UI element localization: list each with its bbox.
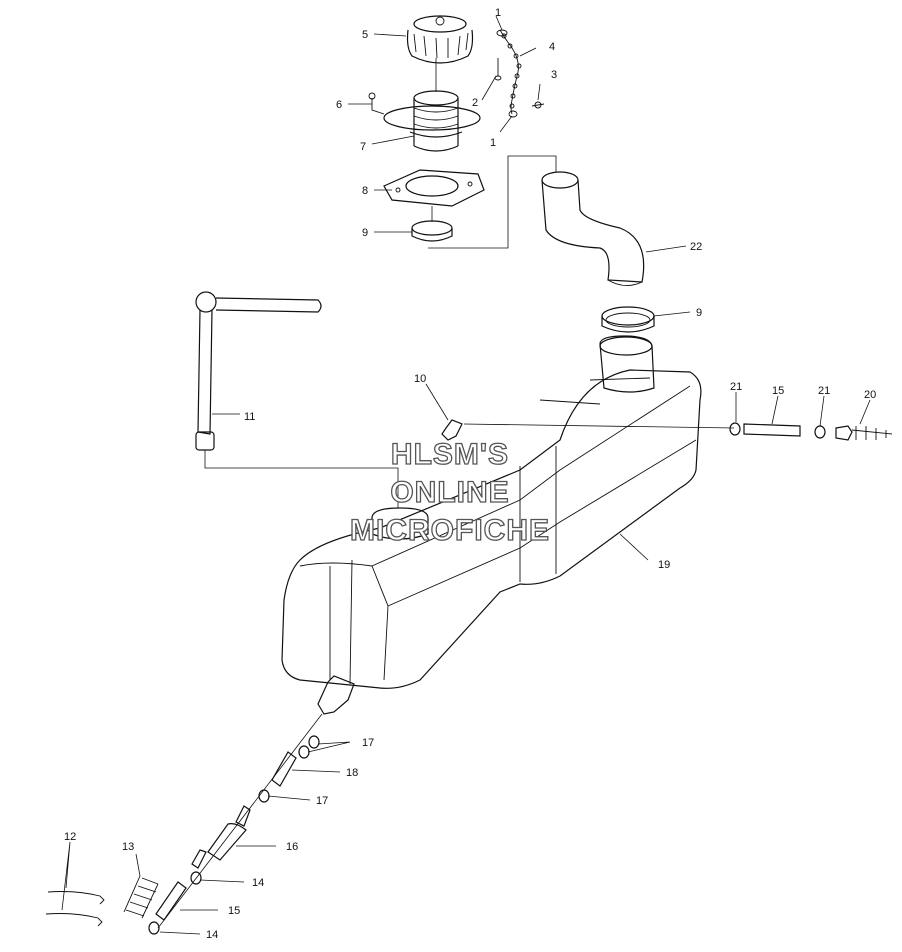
vent-fitting: [368, 92, 385, 115]
callout-21-right: 21: [818, 385, 830, 397]
callout-3: 3: [551, 69, 557, 81]
callout-4: 4: [549, 41, 555, 53]
clamp-upper: [411, 220, 453, 242]
vent-elbow: [441, 419, 735, 441]
filler-neck: [383, 58, 481, 152]
callout-1-top: 1: [495, 7, 501, 19]
callout-17-upper: 17: [362, 737, 374, 749]
fuel-tank: [281, 335, 702, 689]
drain-fitting: [317, 675, 355, 715]
callout-5: 5: [362, 29, 368, 41]
callout-7: 7: [360, 141, 366, 153]
callout-14-upper: 14: [252, 877, 264, 889]
callout-2: 2: [472, 97, 478, 109]
callout-8: 8: [362, 185, 368, 197]
watermark-line-3: MICROFICHE: [350, 514, 550, 547]
callout-18: 18: [346, 767, 358, 779]
callout-6: 6: [336, 99, 342, 111]
spring: [123, 875, 159, 919]
callout-20: 20: [864, 389, 876, 401]
watermark: HLSM'S ONLINE MICROFICHE: [349, 437, 550, 547]
sender-rod: [195, 291, 399, 508]
callout-14-lower: 14: [206, 929, 218, 941]
callout-1-bottom: 1: [490, 137, 496, 149]
fuel-cap: [406, 15, 474, 64]
callout-9-lower: 9: [696, 307, 702, 319]
clamp-lower: [601, 306, 655, 333]
callout-10: 10: [414, 373, 426, 385]
tether-chain: [496, 29, 522, 118]
callout-9-upper: 9: [362, 227, 368, 239]
callout-13: 13: [122, 841, 134, 853]
callout-11: 11: [244, 411, 255, 423]
callout-16: 16: [286, 841, 298, 853]
callout-19: 19: [658, 559, 670, 571]
filler-hose: [541, 171, 645, 286]
fuel-line-right: [729, 422, 893, 441]
callout-15-right: 15: [772, 385, 784, 397]
callout-17-lower: 17: [316, 795, 328, 807]
callout-21-left: 21: [730, 381, 742, 393]
rivet: [531, 101, 545, 109]
callout-15-lower: 15: [228, 905, 240, 917]
wire-ties: [45, 841, 105, 927]
fuel-line-lower: [148, 713, 323, 935]
gasket: [383, 169, 485, 207]
watermark-line-1: HLSM'S: [391, 438, 509, 471]
callout-labels: 1 1 2 3 4 5 6 7 8 9 22 9 10 11 21 15 21 …: [64, 7, 876, 941]
callout-12: 12: [64, 831, 76, 843]
callout-22: 22: [690, 241, 702, 253]
watermark-line-2: ONLINE: [390, 476, 509, 509]
leader-lines: [135, 15, 871, 935]
